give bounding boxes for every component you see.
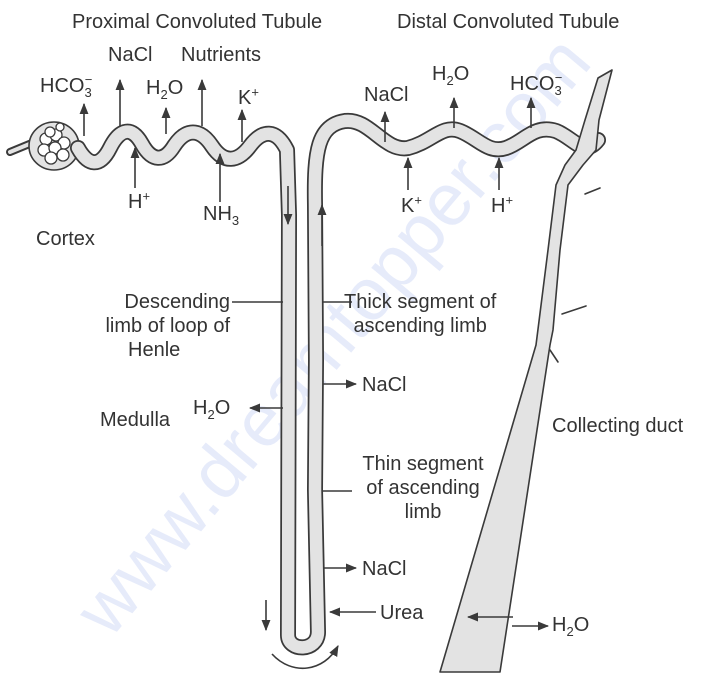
label-pct-nh3: NH3 <box>203 203 240 228</box>
glomerulus <box>37 122 71 165</box>
label-medulla-h2o: H2O <box>193 397 231 422</box>
label-duct-h2o: H2O <box>552 614 590 639</box>
transport-arrows <box>79 78 550 669</box>
nephron-tubule-lumen <box>71 114 605 654</box>
collecting-duct-shape <box>439 69 613 673</box>
label-descending-limb: Descending limb of loop of Henle <box>105 291 230 361</box>
label-pct-nutrients: Nutrients <box>181 44 262 66</box>
label-dct-h: H+ <box>491 192 514 217</box>
label-pct-h: H+ <box>128 188 151 213</box>
label-cortex: Cortex <box>36 228 95 250</box>
label-dct-k: K+ <box>401 192 422 217</box>
label-proximal-convoluted-tubule: Proximal Convoluted Tubule <box>72 11 323 33</box>
label-dct-hco3: HCO3− <box>510 70 563 98</box>
label-pct-k: K+ <box>238 84 259 109</box>
label-distal-convoluted-tubule: Distal Convoluted Tubule <box>397 11 620 33</box>
duct-side-branch-3 <box>549 349 559 363</box>
duct-side-branch-2 <box>561 305 587 315</box>
label-urea: Urea <box>380 602 424 624</box>
label-pct-h2o: H2O <box>146 77 184 102</box>
duct-side-branch-1 <box>584 187 601 195</box>
label-pct-nacl: NaCl <box>108 44 153 66</box>
label-thick-nacl: NaCl <box>362 374 407 396</box>
label-medulla: Medulla <box>100 409 171 431</box>
label-dct-h2o: H2O <box>432 63 470 88</box>
label-pct-hco3: HCO3− <box>40 72 93 100</box>
label-collecting-duct: Collecting duct <box>552 415 684 437</box>
label-dct-nacl: NaCl <box>364 84 409 106</box>
label-thin-segment: Thin segment of ascending limb <box>362 453 484 523</box>
label-thick-segment: Thick segment of ascending limb <box>344 291 497 337</box>
arrow-loop-curve <box>271 645 339 669</box>
nephron-tubules <box>6 69 613 673</box>
leader-lines <box>232 301 352 492</box>
label-thin-nacl: NaCl <box>362 558 407 580</box>
